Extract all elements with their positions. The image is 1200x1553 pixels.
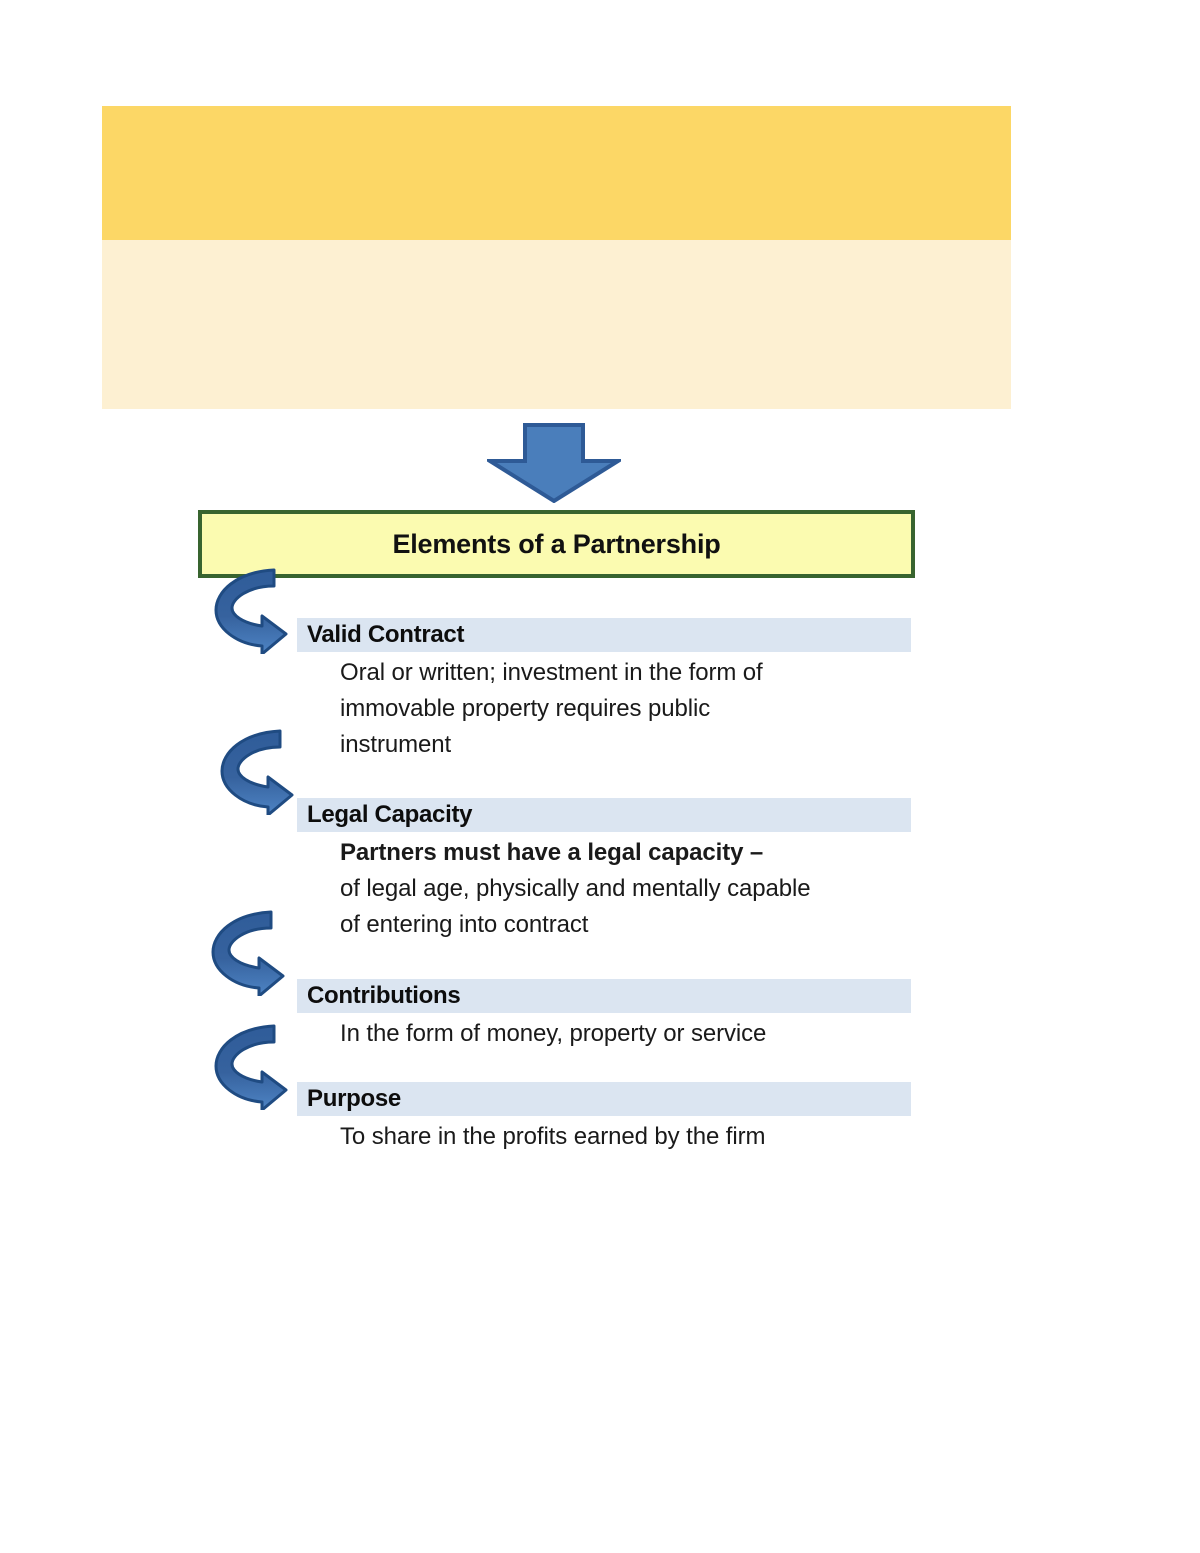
curved-arrow-icon-4 — [212, 1022, 288, 1112]
section-body-line: of legal age, physically and mentally ca… — [340, 875, 811, 902]
banner-bottom-band — [102, 240, 1011, 409]
curved-arrow-icon-1 — [212, 566, 288, 656]
section-body-line: instrument — [340, 731, 452, 758]
diagram-title-box: Elements of a Partnership — [198, 510, 915, 578]
section-body-line: of entering into contract — [340, 911, 589, 938]
section-body-line: immovable property requires public — [340, 695, 711, 722]
section-body-line: Partners must have a legal capacity – — [340, 839, 764, 866]
section-header-label: Legal Capacity — [297, 798, 911, 832]
down-arrow-icon — [483, 423, 625, 504]
section-body: Partners must have a legal capacity – of … — [297, 832, 911, 943]
section-contributions: Contributions In the form of money, prop… — [297, 979, 911, 1052]
section-body-line: Oral or written; investment in the form … — [340, 659, 763, 686]
page-title: Elements of a Partnership — [392, 528, 721, 559]
section-header-label: Valid Contract — [297, 618, 911, 652]
curved-arrow-icon-2 — [218, 727, 294, 817]
section-body: To share in the profits earned by the fi… — [297, 1116, 911, 1155]
curved-arrow-icon-3 — [209, 908, 285, 998]
section-body: In the form of money, property or servic… — [297, 1013, 911, 1052]
section-valid-contract: Valid Contract Oral or written; investme… — [297, 618, 911, 763]
banner-top-band — [102, 106, 1011, 240]
section-body: Oral or written; investment in the form … — [297, 652, 911, 763]
section-header-label: Contributions — [297, 979, 911, 1013]
section-header-label: Purpose — [297, 1082, 911, 1116]
section-body-line: In the form of money, property or servic… — [340, 1020, 767, 1047]
top-banner-block — [102, 106, 1011, 409]
section-legal-capacity: Legal Capacity Partners must have a lega… — [297, 798, 911, 943]
section-purpose: Purpose To share in the profits earned b… — [297, 1082, 911, 1155]
section-body-line: To share in the profits earned by the fi… — [340, 1123, 766, 1150]
